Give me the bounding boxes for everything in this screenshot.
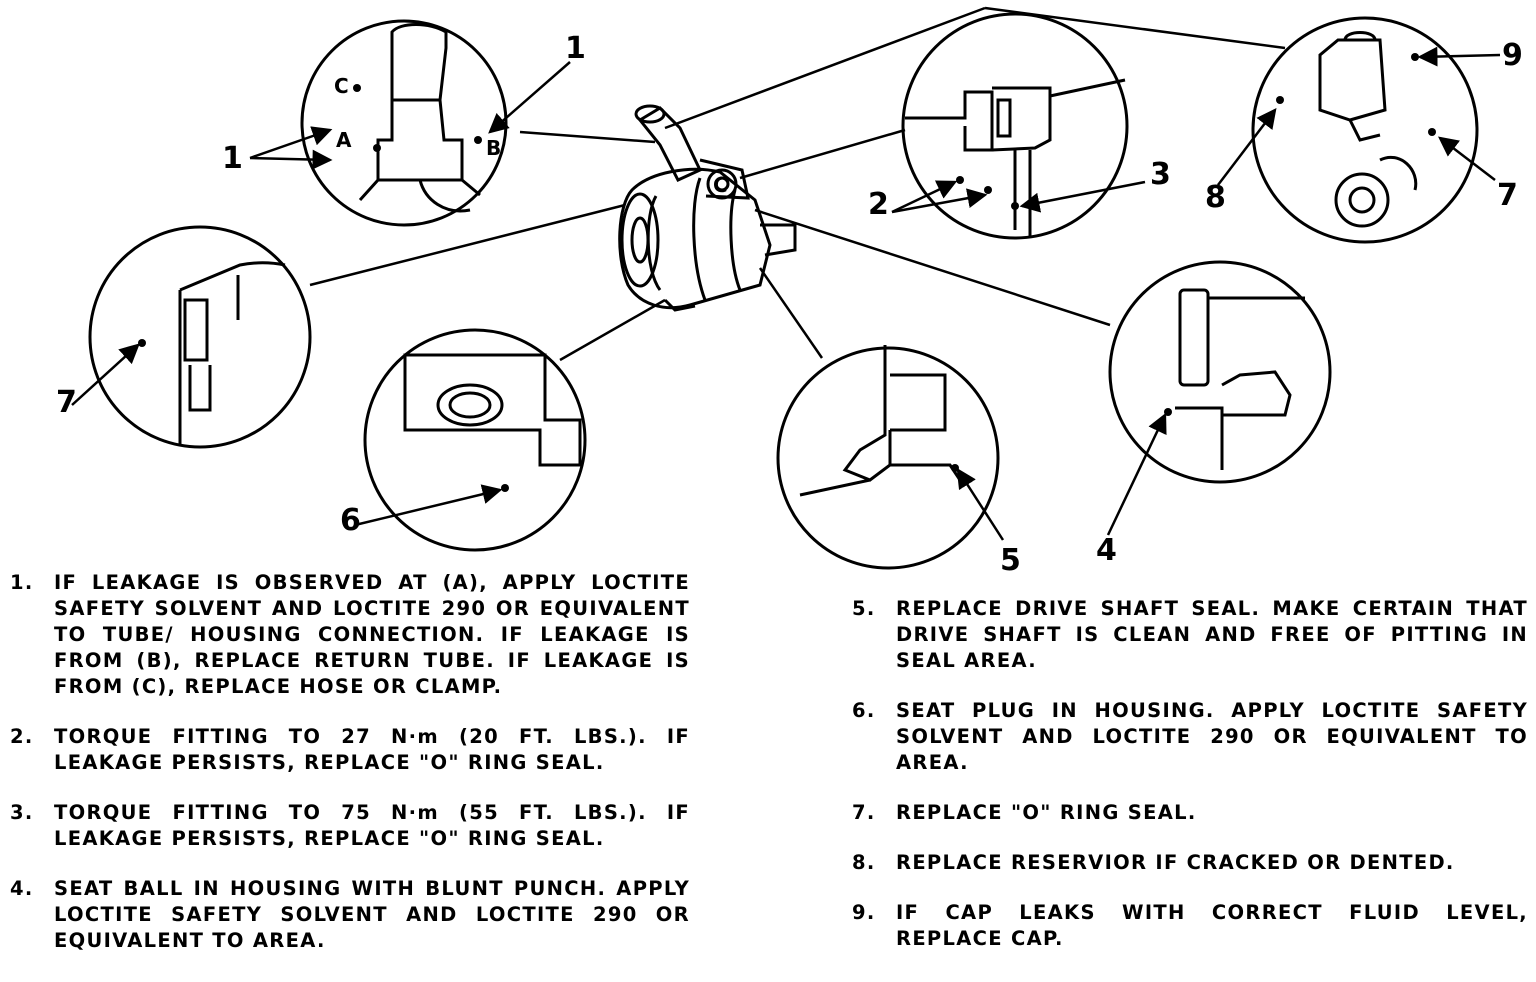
pump-body xyxy=(618,104,797,312)
callout-7-left: 7 xyxy=(56,385,77,420)
leak-point-dots xyxy=(138,53,1436,492)
callout-1-top: 1 xyxy=(565,31,586,66)
detail-circle-1 xyxy=(300,19,508,227)
callout-3: 3 xyxy=(1150,157,1171,192)
notes-left-column: 1.IF LEAKAGE IS OBSERVED AT (A), APPLY L… xyxy=(10,570,690,978)
note-item: 5.REPLACE DRIVE SHAFT SEAL. MAKE CERTAIN… xyxy=(852,597,1528,672)
letter-b: B xyxy=(486,136,501,160)
callout-arrows xyxy=(71,46,1501,541)
detail-circle-5 xyxy=(776,345,1000,570)
letter-a: A xyxy=(336,128,352,152)
detail-circle-reservoir xyxy=(1251,16,1479,244)
letter-c-pump: C xyxy=(713,173,728,197)
letter-c-detail: C xyxy=(334,74,349,98)
note-item: 9.IF CAP LEAKS WITH CORRECT FLUID LEVEL,… xyxy=(852,901,1528,950)
detail-circle-6 xyxy=(363,328,587,552)
note-item: 1.IF LEAKAGE IS OBSERVED AT (A), APPLY L… xyxy=(10,571,690,698)
detail-circle-3 xyxy=(901,12,1129,240)
detail-circle-7-left xyxy=(88,225,312,449)
detail-circle-4 xyxy=(1108,260,1332,484)
notes-right-column: 5.REPLACE DRIVE SHAFT SEAL. MAKE CERTAIN… xyxy=(852,596,1528,976)
callout-9: 9 xyxy=(1502,38,1523,73)
callout-8: 8 xyxy=(1205,180,1226,215)
note-item: 4.SEAT BALL IN HOUSING WITH BLUNT PUNCH.… xyxy=(10,877,690,952)
callout-2: 2 xyxy=(868,187,889,222)
note-item: 7.REPLACE "O" RING SEAL. xyxy=(852,801,1197,824)
callout-1-left: 1 xyxy=(222,141,243,176)
pump-leak-diagram: 1 1 2 3 4 5 6 7 7 8 9 A B C C xyxy=(56,6,1523,578)
note-item: 2.TORQUE FITTING TO 27 N·m (20 FT. LBS.)… xyxy=(10,725,690,774)
callout-5: 5 xyxy=(1000,543,1021,578)
note-item: 3.TORQUE FITTING TO 75 N·m (55 FT. LBS.)… xyxy=(10,801,690,850)
note-item: 8.REPLACE RESERVIOR IF CRACKED OR DENTED… xyxy=(852,851,1455,874)
callout-4: 4 xyxy=(1096,533,1117,568)
note-item: 6.SEAT PLUG IN HOUSING. APPLY LOCTITE SA… xyxy=(852,699,1528,774)
leader-lines xyxy=(309,6,1286,362)
callout-7-right: 7 xyxy=(1497,178,1518,213)
callout-6: 6 xyxy=(340,503,361,538)
